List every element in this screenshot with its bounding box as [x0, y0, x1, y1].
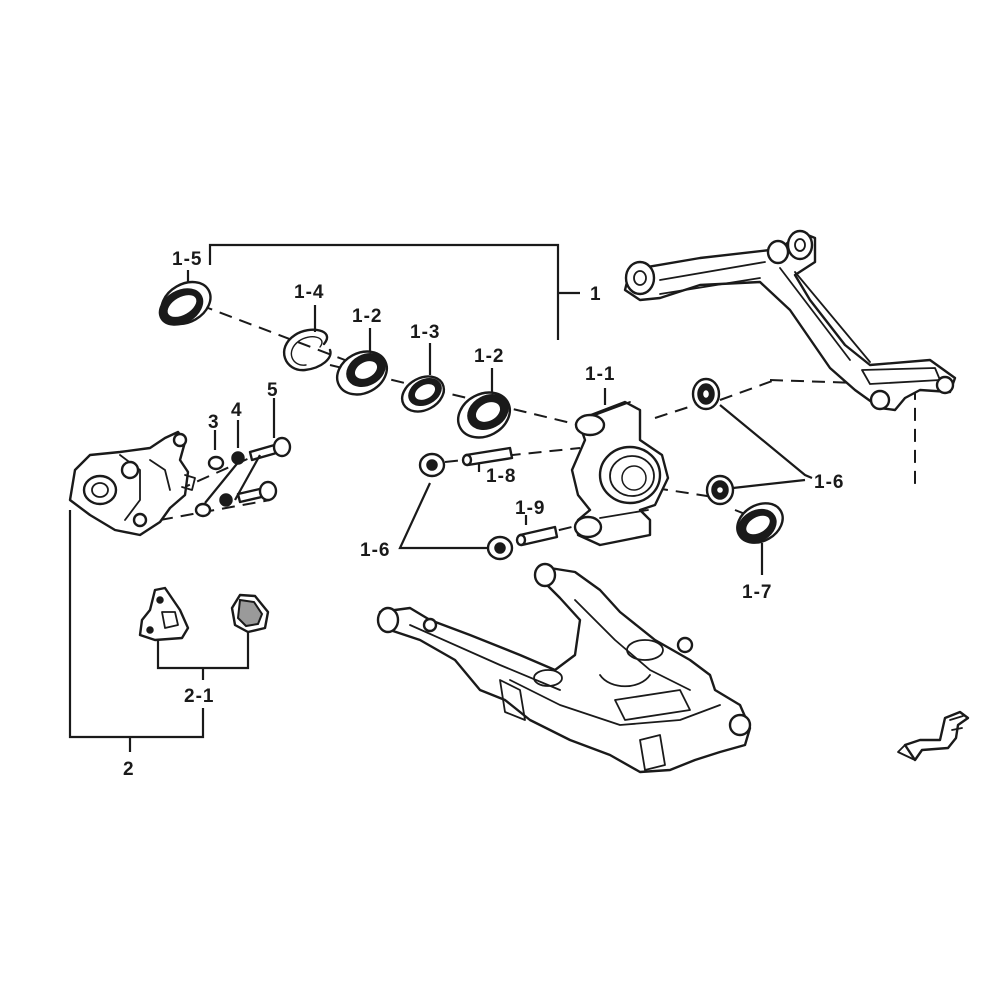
label-1-2-left: 1-2 [352, 306, 382, 327]
nut-4 [204, 451, 245, 507]
pin-1-8 [461, 446, 514, 467]
part-labels: 1 1-1 1-2 1-2 1-3 1-4 1-5 1-6 1-6 1-7 1-… [123, 249, 844, 780]
label-1: 1 [590, 284, 602, 305]
seal-1-5 [158, 280, 212, 326]
brake-caliper-2 [68, 430, 196, 537]
bearing-1-2-left [335, 350, 389, 396]
label-1-8: 1-8 [486, 466, 516, 487]
label-1-7: 1-7 [742, 582, 772, 603]
label-2: 2 [123, 759, 135, 780]
label-1-6-right: 1-6 [814, 472, 844, 493]
lower-swing-arm [376, 562, 752, 774]
front-direction-arrow-icon [897, 710, 970, 762]
bushing-1-6-mid [705, 474, 735, 506]
washer-3 [194, 455, 225, 518]
label-3: 3 [208, 412, 220, 433]
label-1-6-left: 1-6 [360, 540, 390, 561]
washer-1-3 [400, 375, 446, 413]
bearing-1-2-right [457, 391, 511, 439]
label-1-4: 1-4 [294, 282, 324, 303]
seal-1-7 [736, 502, 784, 544]
snap-ring-1-4 [283, 328, 332, 372]
label-4: 4 [231, 400, 243, 421]
bushing-1-6-top [691, 377, 721, 411]
pin-1-9 [515, 525, 559, 547]
label-1-3: 1-3 [410, 322, 440, 343]
label-5: 5 [267, 380, 279, 401]
label-1-9: 1-9 [515, 498, 545, 519]
label-1-1: 1-1 [585, 364, 615, 385]
collar-1-6-top [418, 452, 446, 478]
upper-a-arm [623, 229, 957, 412]
label-1-2-right: 1-2 [474, 346, 504, 367]
leader-lines [68, 243, 813, 752]
collar-1-6-bottom [486, 535, 514, 561]
label-2-1: 2-1 [184, 686, 214, 707]
brake-pad-2-1-right [230, 593, 270, 634]
brake-pad-2-1-left [138, 586, 190, 642]
bolt-5 [234, 436, 292, 504]
knuckle-1-1 [570, 400, 670, 547]
label-1-5: 1-5 [172, 249, 202, 270]
